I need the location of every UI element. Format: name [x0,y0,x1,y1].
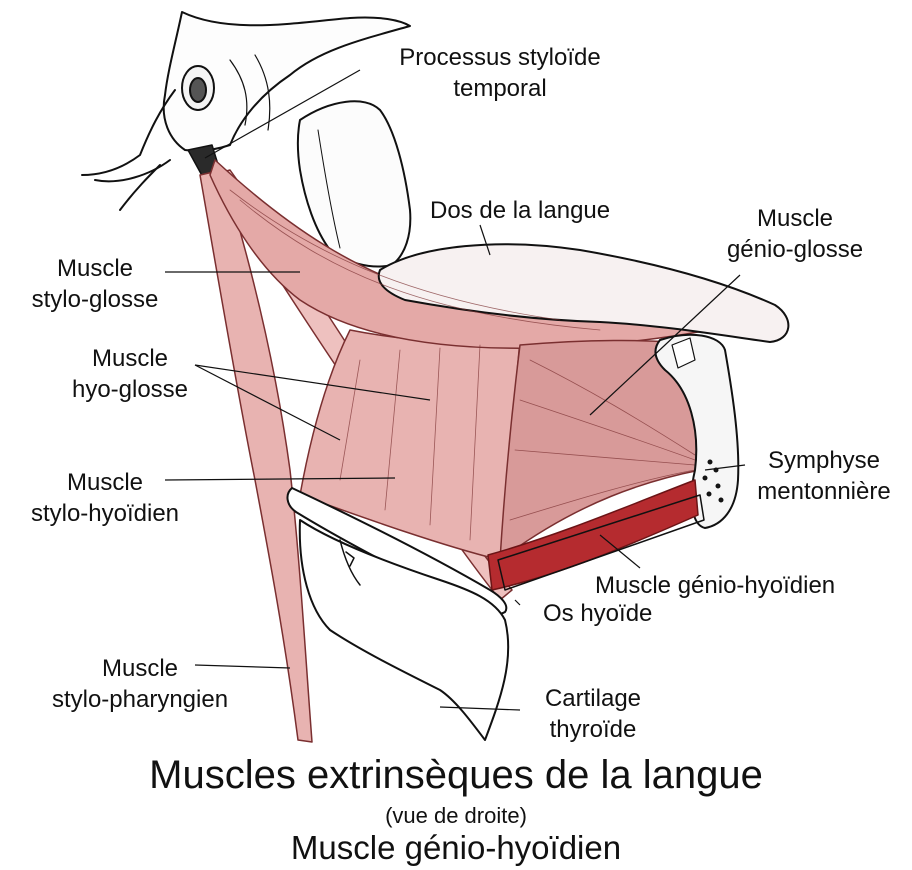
label-mental-symphysis: Symphyse mentonnière [738,445,910,507]
label-hyoid-bone: Os hyoïde [543,598,652,629]
caption-subtitle: (vue de droite) [0,802,912,830]
label-line: thyroïde [518,714,668,745]
label-stylohyoid: Muscle stylo-hyoïdien [5,467,205,529]
label-thyroid-cartilage: Cartilage thyroïde [518,683,668,745]
label-line: Muscle [45,343,215,374]
label-line: Cartilage [518,683,668,714]
caption-title: Muscles extrinsèques de la langue [0,750,912,800]
label-hyoglossus: Muscle hyo-glosse [45,343,215,405]
label-line: stylo-hyoïdien [5,498,205,529]
label-line: temporal [360,73,640,104]
label-line: hyo-glosse [45,374,215,405]
label-line: mentonnière [738,476,910,507]
label-line: Muscle [5,467,205,498]
label-line: Symphyse [738,445,910,476]
label-line: Muscle [5,253,185,284]
label-styloglossus: Muscle stylo-glosse [5,253,185,315]
label-tongue-dorsum: Dos de la langue [430,195,610,226]
label-genioglossus: Muscle génio-glosse [700,203,890,265]
caption-highlight: Muscle génio-hyoïdien [0,828,912,868]
label-line: génio-glosse [700,234,890,265]
label-styloid-process: Processus styloïde temporal [360,42,640,104]
label-line: Processus styloïde [360,42,640,73]
label-line: stylo-pharyngien [15,684,265,715]
label-line: stylo-glosse [5,284,185,315]
label-geniohyoid: Muscle génio-hyoïdien [595,570,835,601]
label-line: Muscle [700,203,890,234]
label-stylopharyngeus: Muscle stylo-pharyngien [15,653,265,715]
label-line: Muscle [15,653,265,684]
